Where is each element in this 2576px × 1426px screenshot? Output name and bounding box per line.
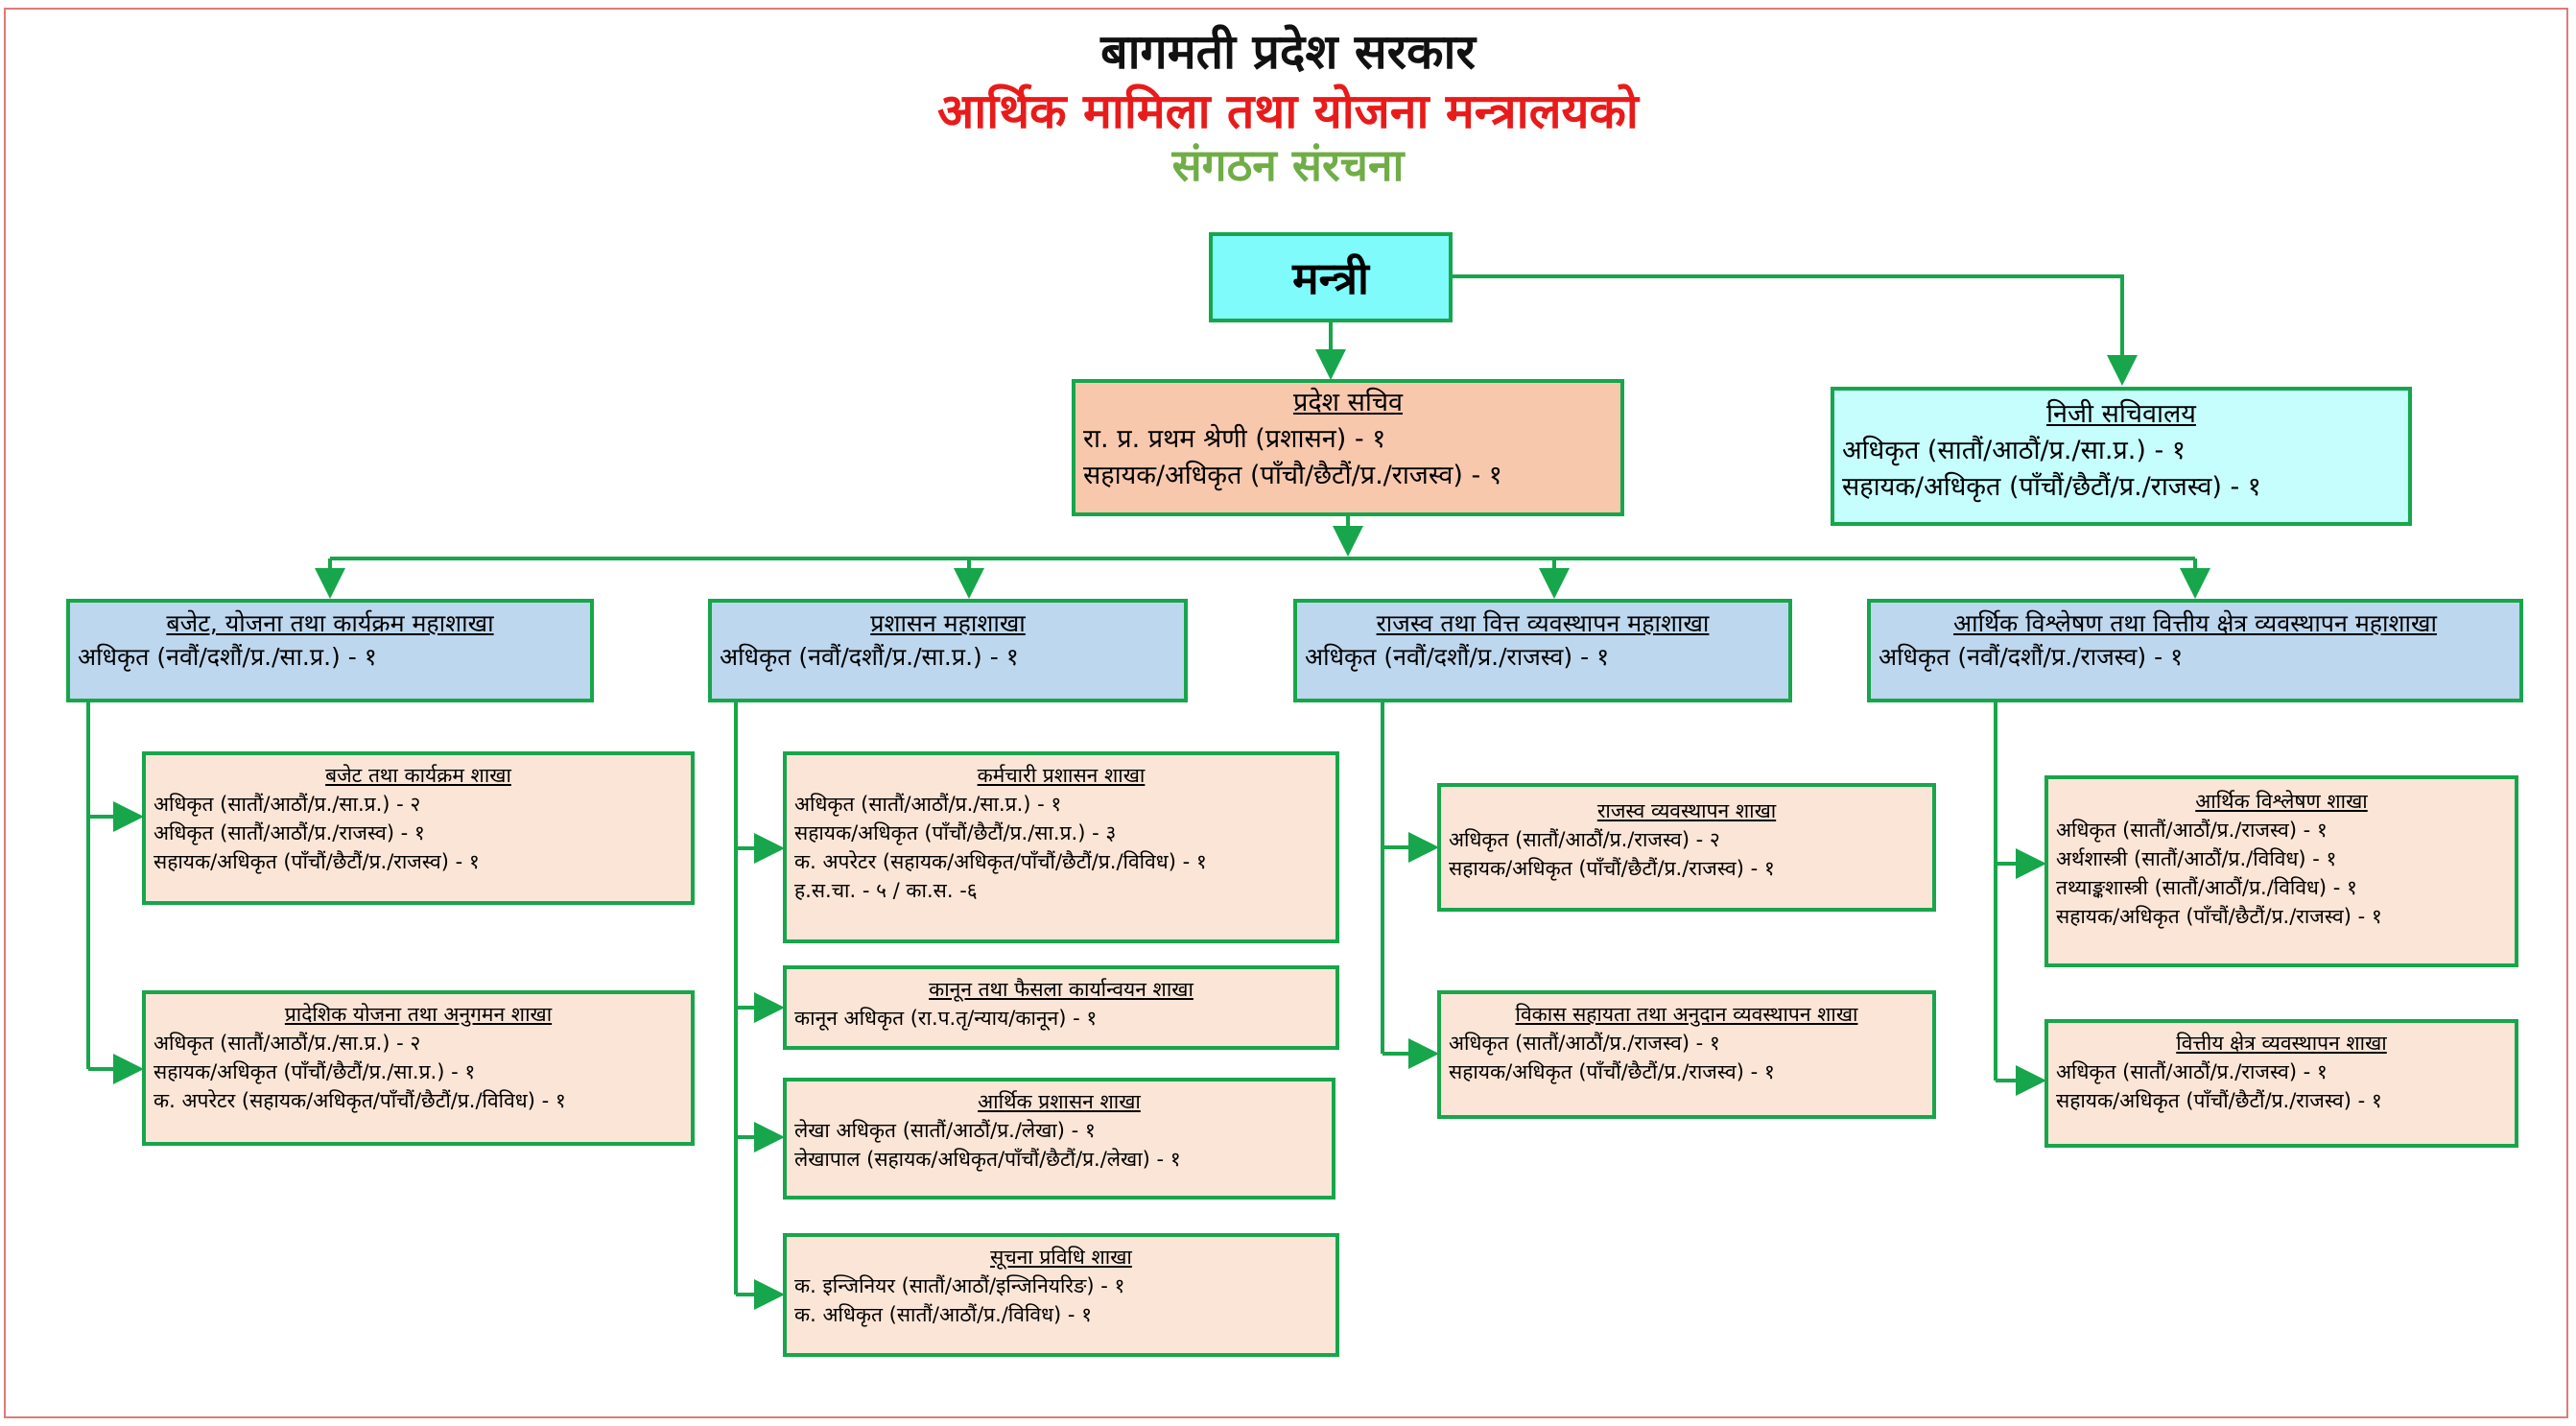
section-line: अधिकृत (सातौं/आठौं/प्र./राजस्व) - १ bbox=[154, 821, 425, 844]
division-heading: राजस्व तथा वित्त व्यवस्थापन महाशाखा bbox=[1376, 609, 1710, 637]
section-heading: विकास सहायता तथा अनुदान व्यवस्थापन शाखा bbox=[1515, 1003, 1858, 1026]
division-line: अधिकृत (नवौं/दशौं/प्र./सा.प्र.) - १ bbox=[720, 643, 1019, 671]
section-line: अधिकृत (सातौं/आठौं/प्र./राजस्व) - २ bbox=[1449, 828, 1720, 851]
section-box-development-aid: विकास सहायता तथा अनुदान व्यवस्थापन शाखा … bbox=[1437, 990, 1936, 1119]
section-line: क. इन्जिनियर (सातौं/आठौं/इन्जिनियरिङ) - … bbox=[794, 1274, 1125, 1297]
division-line: अधिकृत (नवौं/दशौं/प्र./राजस्व) - १ bbox=[1879, 643, 2184, 671]
section-line: सहायक/अधिकृत (पाँचौं/छैटौं/प्र./राजस्व) … bbox=[1449, 857, 1775, 880]
section-heading: कानून तथा फैसला कार्यान्वयन शाखा bbox=[929, 978, 1193, 1001]
division-box-revenue-finance: राजस्व तथा वित्त व्यवस्थापन महाशाखा अधिक… bbox=[1293, 599, 1792, 702]
section-line: तथ्याङ्कशास्त्री (सातौं/आठौं/प्र./विविध)… bbox=[2056, 876, 2357, 899]
section-box-economic-analysis: आर्थिक विश्लेषण शाखा अधिकृत (सातौं/आठौं/… bbox=[2044, 775, 2518, 967]
section-box-financial-admin: आर्थिक प्रशासन शाखा लेखा अधिकृत (सातौं/आ… bbox=[783, 1078, 1335, 1200]
private-secretariat-line: अधिकृत (सातौं/आठौं/प्र./सा.प्र.) - १ bbox=[1842, 436, 2186, 465]
section-line: कानून अधिकृत (रा.प.तृ/न्याय/कानून) - १ bbox=[794, 1007, 1098, 1030]
section-line: सहायक/अधिकृत (पाँचौं/छैटौं/प्र./राजस्व) … bbox=[1449, 1060, 1775, 1083]
section-line: सहायक/अधिकृत (पाँचौं/छैटौं/प्र./राजस्व) … bbox=[154, 850, 480, 873]
secretary-line: सहायक/अधिकृत (पाँचौ/छैटौं/प्र./राजस्व) -… bbox=[1083, 461, 1502, 490]
section-box-staff-admin: कर्मचारी प्रशासन शाखा अधिकृत (सातौं/आठौं… bbox=[783, 751, 1339, 943]
section-heading: बजेट तथा कार्यक्रम शाखा bbox=[325, 764, 511, 787]
section-heading: सूचना प्रविधि शाखा bbox=[990, 1246, 1132, 1269]
provincial-secretary-box: प्रदेश सचिव रा. प्र. प्रथम श्रेणी (प्रशा… bbox=[1072, 379, 1624, 516]
section-box-information-technology: सूचना प्रविधि शाखा क. इन्जिनियर (सातौं/आ… bbox=[783, 1233, 1339, 1357]
division-line: अधिकृत (नवौं/दशौं/प्र./राजस्व) - १ bbox=[1305, 643, 1610, 671]
section-line: अधिकृत (सातौं/आठौं/प्र./राजस्व) - १ bbox=[2056, 819, 2328, 842]
division-heading: बजेट, योजना तथा कार्यक्रम महाशाखा bbox=[166, 609, 494, 637]
section-line: लेखा अधिकृत (सातौं/आठौं/प्र./लेखा) - १ bbox=[794, 1119, 1096, 1142]
section-line: अधिकृत (सातौं/आठौं/प्र./सा.प्र.) - २ bbox=[154, 793, 421, 816]
section-heading: कर्मचारी प्रशासन शाखा bbox=[977, 764, 1146, 787]
section-line: सहायक/अधिकृत (पाँचौं/छैटौं/प्र./राजस्व) … bbox=[2056, 905, 2382, 928]
structure-subtitle: संगठन संरचना bbox=[1171, 139, 1405, 191]
secretary-line: रा. प्र. प्रथम श्रेणी (प्रशासन) - १ bbox=[1083, 424, 1386, 454]
section-line: अधिकृत (सातौं/आठौं/प्र./सा.प्र.) - १ bbox=[794, 793, 1062, 816]
section-box-financial-sector: वित्तीय क्षेत्र व्यवस्थापन शाखा अधिकृत (… bbox=[2044, 1019, 2518, 1148]
section-box-revenue-management: राजस्व व्यवस्थापन शाखा अधिकृत (सातौं/आठौ… bbox=[1437, 783, 1936, 912]
government-title: बागमती प्रदेश सरकार bbox=[1100, 24, 1476, 80]
section-line: ह.स.चा. - ५ / का.स. -६ bbox=[794, 879, 978, 902]
minister-label: मन्त्री bbox=[1292, 252, 1369, 304]
section-line: अधिकृत (सातौं/आठौं/प्र./सा.प्र.) - २ bbox=[154, 1032, 421, 1055]
section-line: क. अधिकृत (सातौं/आठौं/प्र./विविध) - १ bbox=[794, 1303, 1093, 1326]
private-secretariat-box: निजी सचिवालय अधिकृत (सातौं/आठौं/प्र./सा.… bbox=[1831, 387, 2412, 526]
division-box-administration: प्रशासन महाशाखा अधिकृत (नवौं/दशौं/प्र./स… bbox=[708, 599, 1188, 702]
section-heading: प्रादेशिक योजना तथा अनुगमन शाखा bbox=[284, 1003, 553, 1026]
section-heading: वित्तीय क्षेत्र व्यवस्थापन शाखा bbox=[2176, 1032, 2387, 1055]
section-box-provincial-planning: प्रादेशिक योजना तथा अनुगमन शाखा अधिकृत (… bbox=[142, 990, 695, 1146]
section-line: लेखापाल (सहायक/अधिकृत/पाँचौं/छैटौं/प्र./… bbox=[794, 1148, 1181, 1171]
section-heading: आर्थिक विश्लेषण शाखा bbox=[2195, 790, 2368, 813]
section-line: सहायक/अधिकृत (पाँचौं/छैटौं/प्र./सा.प्र.)… bbox=[154, 1060, 476, 1083]
section-box-law-verdict: कानून तथा फैसला कार्यान्वयन शाखा कानून अ… bbox=[783, 965, 1339, 1050]
minister-box: मन्त्री bbox=[1209, 232, 1453, 322]
secretary-heading: प्रदेश सचिव bbox=[1292, 388, 1404, 417]
division-heading: प्रशासन महाशाखा bbox=[870, 609, 1026, 637]
section-line: क. अपरेटर (सहायक/अधिकृत/पाँचौं/छैटौं/प्र… bbox=[154, 1089, 566, 1112]
section-heading: राजस्व व्यवस्थापन शाखा bbox=[1596, 799, 1777, 822]
section-line: अधिकृत (सातौं/आठौं/प्र./राजस्व) - १ bbox=[1449, 1032, 1720, 1055]
section-line: क. अपरेटर (सहायक/अधिकृत/पाँचौं/छैटौं/प्र… bbox=[794, 850, 1207, 873]
ministry-title: आर्थिक मामिला तथा योजना मन्त्रालयको bbox=[937, 83, 1639, 139]
section-heading: आर्थिक प्रशासन शाखा bbox=[978, 1090, 1141, 1113]
section-line: अर्थशास्त्री (सातौं/आठौं/प्र./विविध) - १ bbox=[2056, 847, 2337, 870]
section-line: सहायक/अधिकृत (पाँचौं/छैटौं/प्र./राजस्व) … bbox=[2056, 1089, 2382, 1112]
section-box-budget-program: बजेट तथा कार्यक्रम शाखा अधिकृत (सातौं/आठ… bbox=[142, 751, 695, 905]
private-secretariat-line: सहायक/अधिकृत (पाँचौं/छैटौं/प्र./राजस्व) … bbox=[1842, 472, 2261, 502]
division-box-economic-analysis: आर्थिक विश्लेषण तथा वित्तीय क्षेत्र व्यव… bbox=[1867, 599, 2523, 702]
page-border bbox=[4, 8, 2568, 1418]
division-heading: आर्थिक विश्लेषण तथा वित्तीय क्षेत्र व्यव… bbox=[1953, 609, 2437, 637]
division-line: अधिकृत (नवौं/दशौं/प्र./सा.प्र.) - १ bbox=[78, 643, 377, 671]
connector-minister-private bbox=[1453, 274, 2138, 386]
section-line: सहायक/अधिकृत (पाँचौं/छैटौं/प्र./सा.प्र.)… bbox=[794, 821, 1117, 844]
private-secretariat-heading: निजी सचिवालय bbox=[2046, 399, 2196, 429]
division-box-budget-planning: बजेट, योजना तथा कार्यक्रम महाशाखा अधिकृत… bbox=[66, 599, 594, 702]
section-line: अधिकृत (सातौं/आठौं/प्र./राजस्व) - १ bbox=[2056, 1060, 2328, 1083]
